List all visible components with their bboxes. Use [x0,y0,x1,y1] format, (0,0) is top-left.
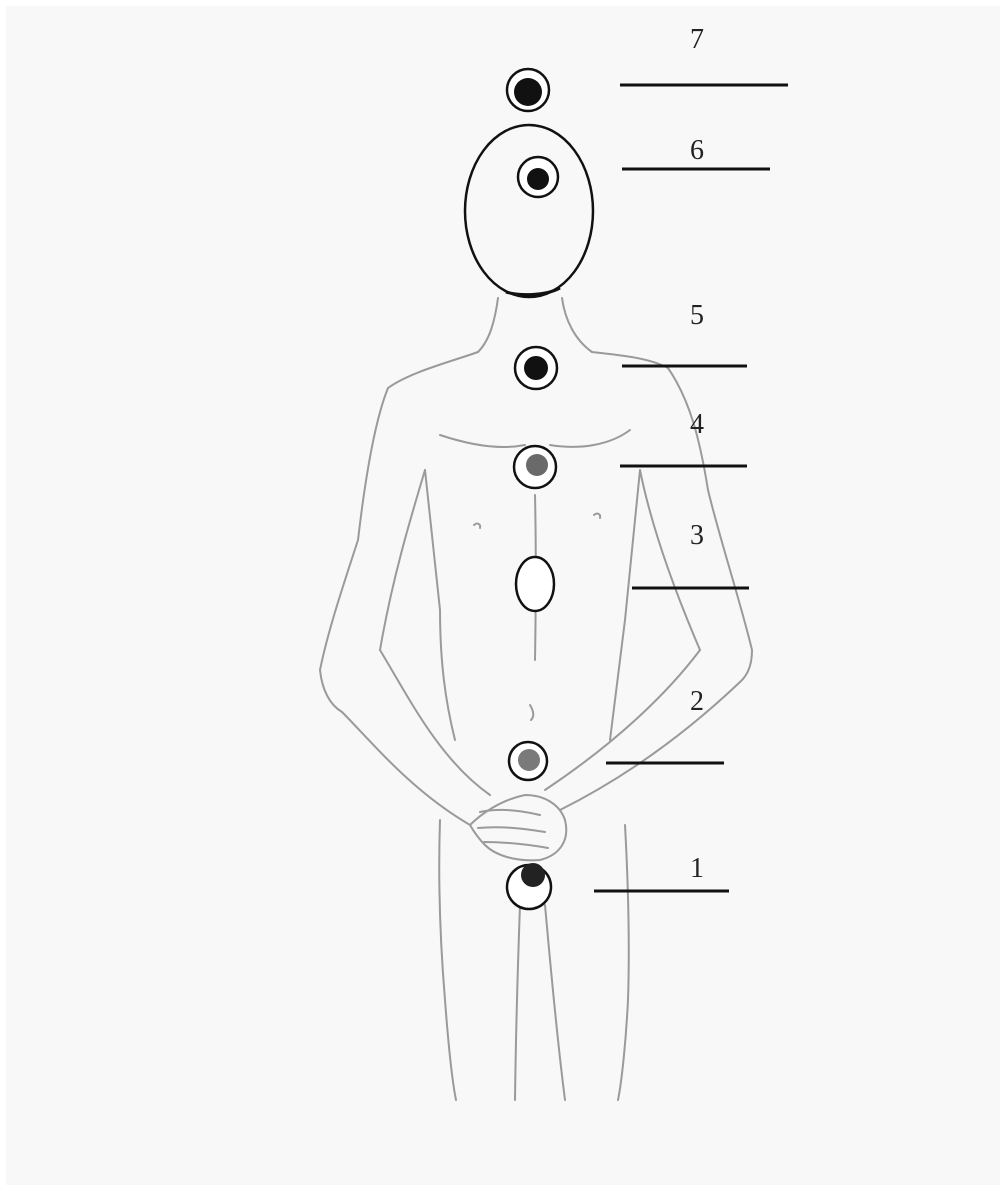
chakra-6-dot [527,168,549,190]
left-forearm-line [342,712,470,825]
right-forearm-inner-line [545,650,700,790]
head-outline [465,125,593,297]
right-leg-outer-line [618,825,629,1100]
torso-left-line [425,470,455,740]
chakra-1-dot [521,863,545,887]
chakra-2-dot [518,749,540,771]
right-nipple-mark [594,514,600,518]
label-4: 4 [690,411,704,439]
label-7: 7 [690,26,704,54]
label-2: 2 [690,688,704,716]
chest-line-left [440,435,525,447]
chakra-5-dot [524,356,548,380]
label-1: 1 [690,855,704,883]
torso-right-line [610,470,640,740]
chakra-3-ring [516,557,554,611]
chakra-marker-3 [516,557,554,611]
chakra-marker-6 [518,157,558,197]
chakra-7-dot [514,78,542,106]
body-sketch [320,298,752,1100]
label-3: 3 [690,522,704,550]
chest-line-right [550,430,630,447]
neck-right-line [562,298,592,352]
right-forearm-line [560,682,740,810]
chakra-marker-1 [507,863,551,909]
left-nipple-mark [474,524,480,528]
chakra-marker-7 [507,69,549,111]
navel-mark [530,705,533,720]
left-arm-outer-line [320,388,388,712]
left-arm-inner-line [380,470,425,650]
left-leg-inner-line [515,905,520,1100]
finger-lines [478,810,548,848]
right-arm-outer-line [668,368,752,682]
chakra-marker-2 [509,742,547,780]
left-leg-outer-line [439,820,456,1100]
leader-lines [594,85,788,891]
label-6: 6 [690,137,704,165]
label-5: 5 [690,302,704,330]
left-shoulder-line [388,352,478,388]
right-leg-inner-line [545,905,565,1100]
left-forearm-inner-line [380,650,490,795]
right-arm-inner-line [640,470,700,650]
neck-left-line [478,298,498,352]
jaw-line [506,288,560,295]
chakra-4-dot [526,454,548,476]
chakra-marker-5 [515,347,557,389]
chakra-marker-4 [514,446,556,488]
